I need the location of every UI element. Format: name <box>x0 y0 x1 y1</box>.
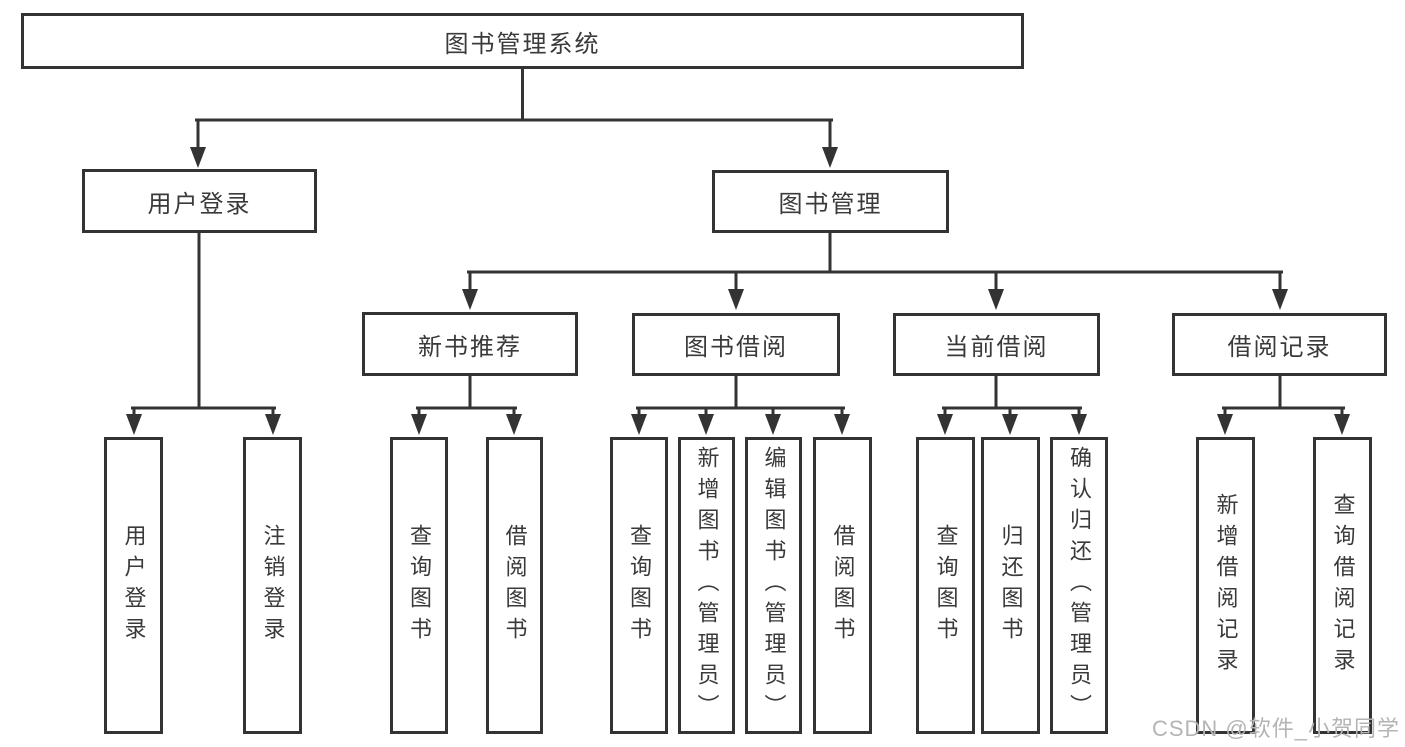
leaf-borrow-books-recommend: 借阅图书 <box>486 437 543 734</box>
node-new-book-recommend: 新书推荐 <box>362 312 578 376</box>
leaf-add-books-admin: 新增图书（管理员） <box>678 437 735 734</box>
node-system-root: 图书管理系统 <box>21 13 1024 69</box>
arrowheads <box>126 147 1350 435</box>
leaf-query-books-recommend: 查询图书 <box>390 437 448 734</box>
csdn-watermark: CSDN @软件_小贺同学 <box>1151 716 1400 741</box>
leaf-return-books: 归还图书 <box>981 437 1040 734</box>
leaf-edit-books-admin: 编辑图书（管理员） <box>745 437 802 734</box>
leaf-query-books-borrowing: 查询图书 <box>610 437 668 734</box>
node-user-login: 用户登录 <box>82 169 317 233</box>
leaf-query-books-current: 查询图书 <box>916 437 975 734</box>
node-book-borrowing: 图书借阅 <box>632 313 840 376</box>
leaf-add-borrow-record: 新增借阅记录 <box>1196 437 1255 734</box>
node-book-management: 图书管理 <box>712 170 949 233</box>
leaf-query-borrow-record: 查询借阅记录 <box>1313 437 1372 734</box>
leaf-logout: 注销登录 <box>243 437 302 734</box>
node-current-borrowing: 当前借阅 <box>893 313 1100 376</box>
leaf-confirm-return-admin: 确认归还（管理员） <box>1050 437 1108 734</box>
node-borrow-records: 借阅记录 <box>1172 313 1387 376</box>
leaf-borrow-books: 借阅图书 <box>813 437 872 734</box>
leaf-user-login: 用户登录 <box>104 437 163 734</box>
